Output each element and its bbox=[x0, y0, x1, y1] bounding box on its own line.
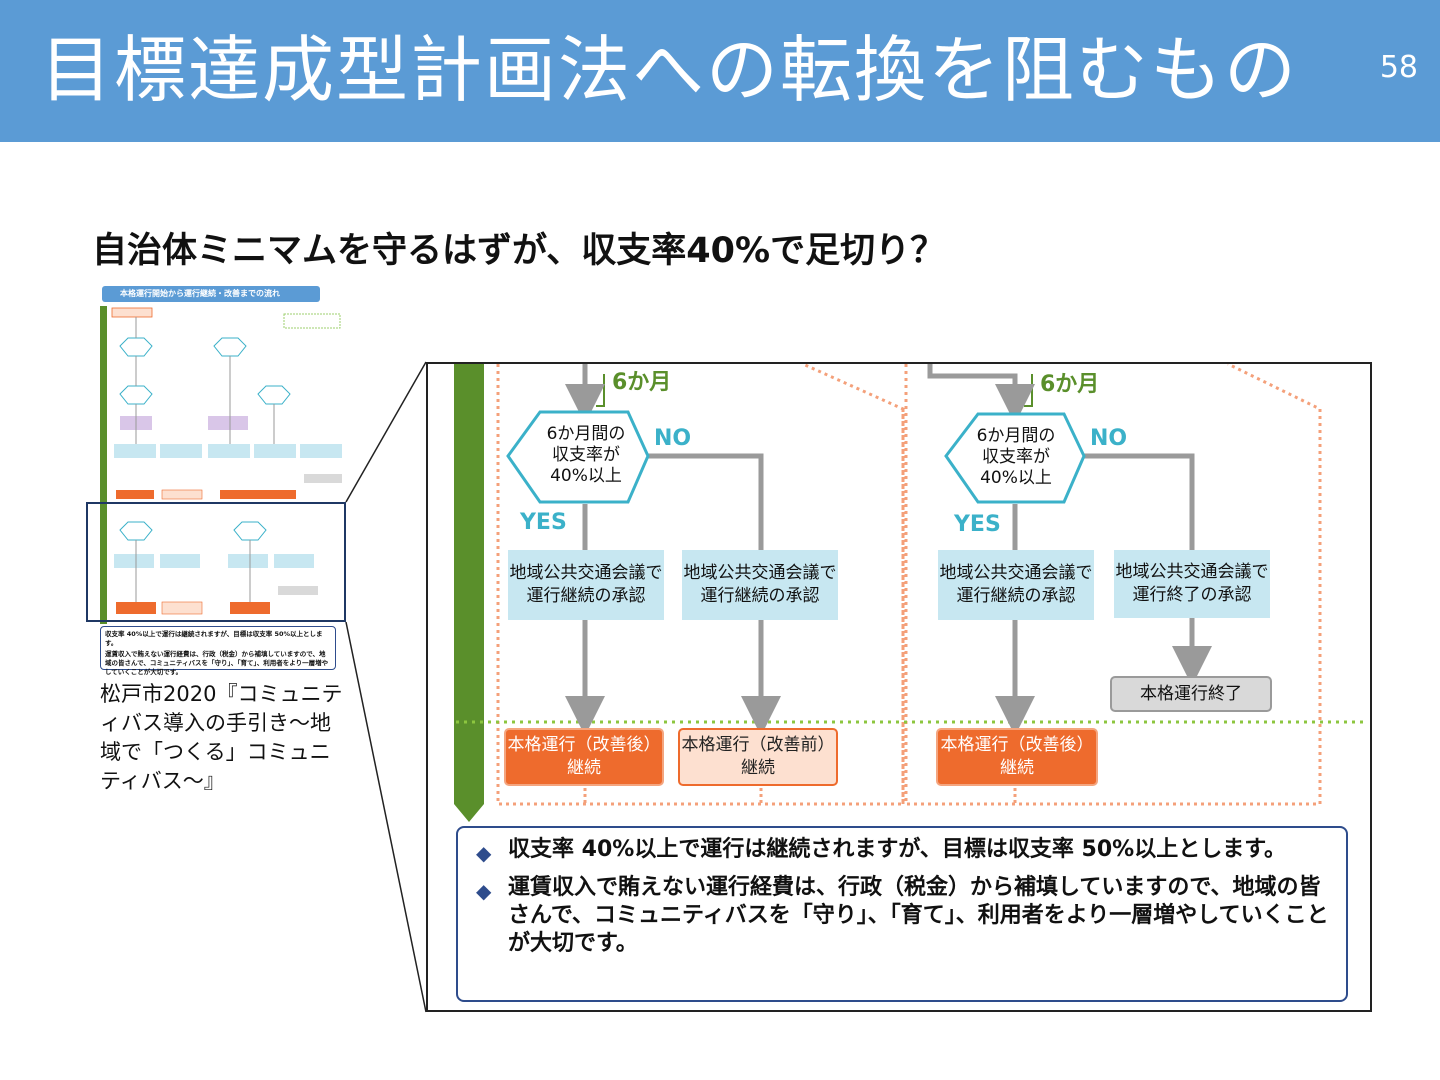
result-box-improved-1: 本格運行（改善後） 継続 bbox=[504, 728, 664, 786]
approval-box-1: 地域公共交通会議で 運行継続の承認 bbox=[508, 550, 664, 620]
source-caption: 松戸市2020『コミュニティバス導入の手引き～地域で「つくる」コミュニティバス～… bbox=[100, 682, 343, 793]
approval-box-3: 地域公共交通会議で 運行継続の承認 bbox=[938, 550, 1094, 620]
note-item-2: ◆ 運賃収入で賄えない運行経費は、行政（税金）から補填していますので、地域の皆さ… bbox=[476, 874, 1332, 958]
note-text-1: 収支率 40%以上で運行は継続されますが、目標は収支率 50%以上とします。 bbox=[508, 837, 1286, 862]
approval-box-2: 地域公共交通会議で 運行継続の承認 bbox=[682, 550, 838, 620]
period-label-right: 6か月 bbox=[1040, 372, 1100, 397]
thumbnail-note: 収支率 40%以上で運行は継続されますが、目標は収支率 50%以上とします。 運… bbox=[100, 626, 336, 676]
thumbnail-note-2: 運賃収入で賄えない運行経費は、行政（税金）から補填していますので、地域の皆さんで… bbox=[105, 650, 329, 676]
title-bar: 目標達成型計画法への転換を阻むもの 58 bbox=[0, 0, 1440, 142]
slide-title: 目標達成型計画法への転換を阻むもの bbox=[40, 28, 1299, 112]
thumbnail-header: 本格運行開始から運行継続・改善までの流れ bbox=[102, 286, 320, 302]
thumbnail-graphics bbox=[100, 306, 342, 624]
page-number: 58 bbox=[1379, 50, 1418, 85]
no-label-left: NO bbox=[654, 426, 692, 451]
end-operation-box: 本格運行終了 bbox=[1110, 676, 1272, 712]
zoomed-flowchart: 6か月 6か月 6か月間の 収支率が 40%以上 6か月間の 収支率が 40%以… bbox=[426, 362, 1372, 1012]
yes-label-left: YES bbox=[520, 510, 567, 535]
diamond-bullet-icon: ◆ bbox=[476, 841, 492, 865]
decision-right-text: 6か月間の 収支率が 40%以上 bbox=[976, 426, 1056, 488]
thumbnail-note-1: 収支率 40%以上で運行は継続されますが、目標は収支率 50%以上とします。 bbox=[105, 630, 323, 647]
flowchart-graphics bbox=[454, 364, 1368, 822]
decision-left: 6か月間の 収支率が 40%以上 bbox=[526, 424, 646, 487]
result-box-improved-2: 本格運行（改善後） 継続 bbox=[936, 728, 1098, 786]
note-box: ◆ 収支率 40%以上で運行は継続されますが、目標は収支率 50%以上とします。… bbox=[456, 826, 1348, 1002]
end-approval-box: 地域公共交通会議で 運行終了の承認 bbox=[1114, 550, 1270, 618]
zoom-highlight-frame bbox=[86, 502, 346, 622]
note-text-2: 運賃収入で賄えない運行経費は、行政（税金）から補填していますので、地域の皆さんで… bbox=[508, 875, 1329, 956]
decision-right: 6か月間の 収支率が 40%以上 bbox=[956, 426, 1076, 489]
result-box-before-improvement: 本格運行（改善前） 継続 bbox=[678, 728, 838, 786]
no-label-right: NO bbox=[1090, 426, 1128, 451]
yes-label-right: YES bbox=[954, 512, 1001, 537]
note-item-1: ◆ 収支率 40%以上で運行は継続されますが、目標は収支率 50%以上とします。 bbox=[476, 836, 1332, 865]
diamond-bullet-icon: ◆ bbox=[476, 879, 492, 903]
flowchart-thumbnail: 本格運行開始から運行継続・改善までの流れ 収支率 40%以上で運行は継続されます… bbox=[98, 284, 346, 678]
decision-left-text: 6か月間の 収支率が 40%以上 bbox=[546, 424, 626, 486]
slide-subtitle: 自治体ミニマムを守るはずが、収支率40%で足切り？ bbox=[92, 231, 946, 271]
period-label-left: 6か月 bbox=[612, 370, 672, 395]
